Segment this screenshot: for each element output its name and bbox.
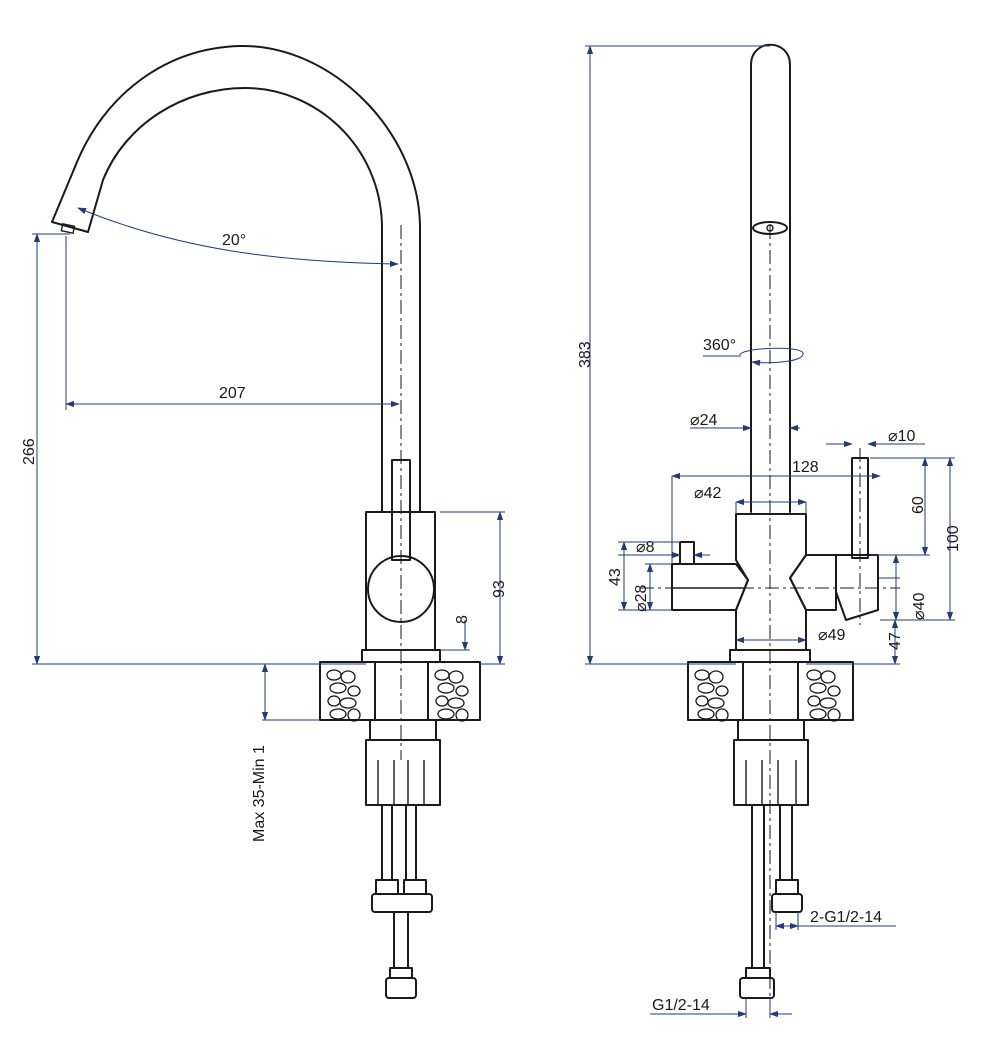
dim-spout-dia: ⌀24	[690, 412, 718, 429]
dim-knob-dia: ⌀8	[636, 539, 655, 556]
side-knob	[679, 541, 695, 565]
dim-base-dia: ⌀49	[818, 627, 846, 644]
dim-deck: Max 35-Min 1	[251, 745, 268, 842]
bottom-hex	[385, 977, 417, 999]
spout-outer	[51, 44, 421, 513]
handle-tube	[391, 459, 411, 561]
hose-nut-right	[403, 879, 427, 895]
body-knob	[367, 555, 435, 623]
dim-handle-top: 60	[910, 496, 927, 514]
spout-tip	[51, 221, 89, 233]
dim-handle-span: 128	[792, 459, 819, 476]
dim-base-offset: 8	[454, 615, 471, 624]
dim-hose-thread: 2-G1/2-14	[810, 909, 882, 926]
nut-upper	[369, 719, 437, 741]
front-hose-hex	[771, 893, 803, 913]
side-view: 20° 207 266 93 8 Max 35-Min 1	[21, 44, 508, 999]
lever-housing	[789, 554, 837, 611]
front-bottom-hex	[739, 977, 775, 999]
dim-rotation: 360°	[703, 337, 736, 354]
dim-handle-total: 100	[945, 525, 962, 552]
dim-side-dia: ⌀28	[633, 584, 650, 612]
side-boss	[671, 563, 749, 611]
hose-nut-left	[375, 879, 399, 895]
dim-reach: 207	[219, 385, 246, 402]
aerator	[60, 222, 76, 234]
dim-body-dia: ⌀42	[694, 485, 722, 502]
dim-base-height: 47	[887, 632, 904, 650]
dim-angle: 20°	[222, 232, 246, 249]
nut-lower	[365, 739, 441, 806]
dim-total-height: 383	[577, 341, 594, 368]
dim-height: 266	[21, 438, 38, 465]
dim-side-height: 43	[607, 568, 624, 586]
dim-lower-dia: ⌀40	[911, 592, 928, 620]
front-view: 360°	[577, 43, 962, 1018]
dim-handle-dia: ⌀10	[888, 428, 916, 445]
hose-hex	[371, 893, 433, 913]
dim-main-thread: G1/2-14	[652, 997, 710, 1014]
dim-body-height: 93	[491, 580, 508, 598]
spout-inner	[87, 87, 383, 513]
front-spout	[750, 43, 791, 513]
